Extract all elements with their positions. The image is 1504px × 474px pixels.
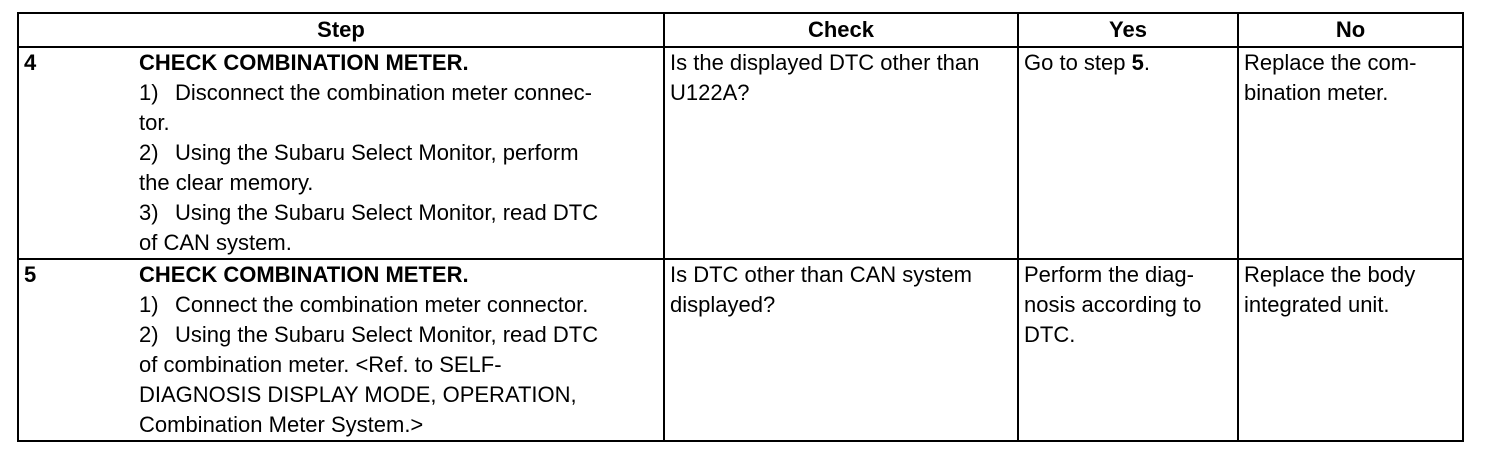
header-row: Step Check Yes No <box>17 12 1464 48</box>
sub-step: 2)Using the Subaru Select Monitor, perfo… <box>139 140 579 165</box>
table-row-step-4: 4 CHECK COMBINATION METER. 1)Disconnect … <box>17 46 1464 260</box>
yes-cell: Perform the diag- nosis according to DTC… <box>1017 258 1239 442</box>
step-title: CHECK COMBINATION METER. <box>139 262 469 287</box>
table-row-step-5: 5 CHECK COMBINATION METER. 1)Connect the… <box>17 258 1464 442</box>
no-cell: Replace the com- bination meter. <box>1237 46 1464 260</box>
sub-step-continuation: tor. <box>139 110 170 135</box>
header-no: No <box>1237 12 1464 48</box>
no-cell: Replace the body integrated unit. <box>1237 258 1464 442</box>
sub-step: 1)Connect the combination meter connecto… <box>139 292 589 317</box>
sub-step: 3)Using the Subaru Select Monitor, read … <box>139 200 599 225</box>
sub-step-continuation: the clear memory. <box>139 170 314 195</box>
step-number: 4 <box>17 46 139 260</box>
check-cell: Is the displayed DTC other than U122A? <box>663 46 1019 260</box>
yes-cell: Go to step 5. <box>1017 46 1239 260</box>
sub-step-continuation: of CAN system. <box>139 230 292 255</box>
header-step: Step <box>17 12 665 48</box>
header-yes: Yes <box>1017 12 1239 48</box>
step-title: CHECK COMBINATION METER. <box>139 50 469 75</box>
step-description: CHECK COMBINATION METER. 1)Disconnect th… <box>139 46 665 260</box>
diagnosis-table: Step Check Yes No 4 CHECK COMBINATION ME… <box>17 12 1464 442</box>
sub-step-continuation: of combination meter. <Ref. to SELF- DIA… <box>139 352 577 437</box>
sub-step: 2)Using the Subaru Select Monitor, read … <box>139 322 599 347</box>
check-cell: Is DTC other than CAN system displayed? <box>663 258 1019 442</box>
sub-step: 1)Disconnect the combination meter conne… <box>139 80 592 105</box>
step-description: CHECK COMBINATION METER. 1)Connect the c… <box>139 258 665 442</box>
step-number: 5 <box>17 258 139 442</box>
header-check: Check <box>663 12 1019 48</box>
